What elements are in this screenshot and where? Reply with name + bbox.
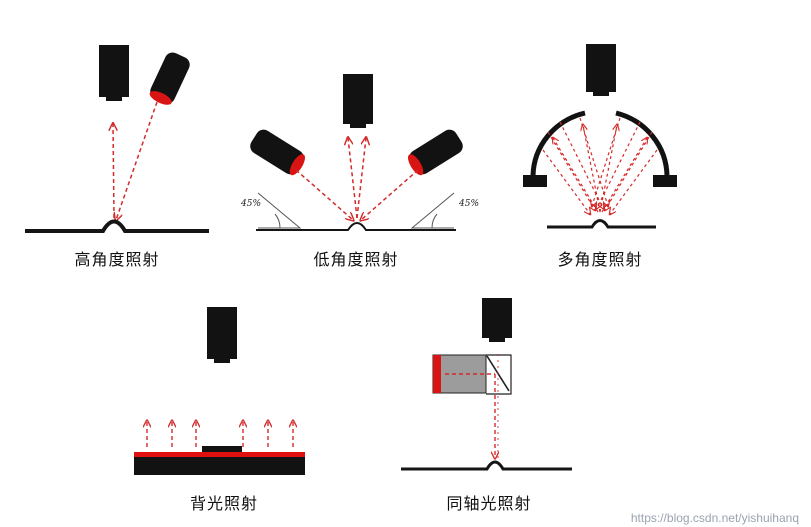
caption-backlight: 背光照射	[189, 494, 259, 513]
panel-backlight	[134, 307, 305, 475]
backlight-glow-strip	[134, 452, 305, 457]
incident-ray-left	[295, 169, 353, 220]
coaxial-lamp-glow	[433, 355, 441, 393]
reflected-ray-2	[356, 138, 366, 219]
angle-wedge-left	[257, 192, 302, 229]
camera-icon	[586, 44, 616, 92]
surface-with-bump	[547, 219, 656, 229]
camera-lens	[593, 90, 609, 96]
panel-multi-angle	[523, 44, 677, 229]
right-lamp-icon	[408, 129, 463, 176]
angle-arc-right	[431, 213, 438, 229]
caption-low-angle: 低角度照射	[313, 250, 399, 269]
panel-high-angle	[25, 45, 209, 233]
caption-coaxial: 同轴光照射	[446, 494, 532, 513]
angle-arc-left	[274, 213, 281, 229]
backlight-panel	[134, 457, 305, 475]
camera-icon	[99, 45, 129, 97]
left-lamp-icon	[250, 129, 305, 176]
panel-low-angle: 45% 45%	[240, 74, 479, 231]
caption-multi-angle: 多角度照射	[557, 250, 643, 269]
dome-right-half	[615, 110, 670, 177]
backlight-rays	[147, 421, 293, 447]
surface-with-bump	[25, 219, 209, 233]
angle-label-left: 45%	[240, 199, 261, 209]
reflected-ray-1	[348, 138, 358, 219]
angle-label-right: 45%	[458, 199, 479, 209]
camera-lens	[350, 122, 366, 128]
camera-lens	[489, 336, 505, 342]
test-object	[202, 446, 242, 452]
dome-left-half	[530, 110, 586, 177]
camera-lens	[214, 357, 230, 363]
angled-lamp-icon	[149, 52, 190, 105]
reflected-ray	[113, 124, 114, 219]
camera-icon	[207, 307, 237, 359]
dome-base-right	[653, 175, 677, 187]
camera-icon	[343, 74, 373, 124]
surface-with-bump	[256, 222, 456, 231]
caption-high-angle: 高角度照射	[74, 250, 160, 269]
dome-base-left	[523, 175, 547, 187]
camera-lens	[106, 95, 122, 101]
surface-with-bump	[401, 460, 572, 471]
dome-rays	[542, 117, 658, 214]
watermark: https://blog.csdn.net/yishuihanq	[630, 511, 799, 525]
incident-ray	[116, 101, 158, 220]
camera-icon	[482, 298, 512, 338]
panel-coaxial	[401, 298, 572, 471]
angle-wedge-right	[410, 192, 455, 229]
incident-ray-right	[361, 169, 419, 220]
